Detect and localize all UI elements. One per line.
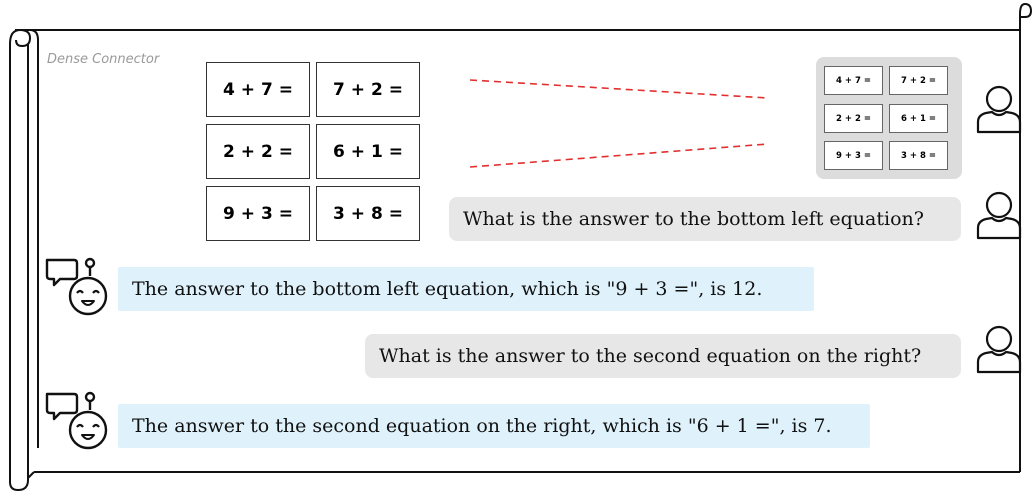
thumbnail-cell: 3 + 8 = (889, 141, 948, 170)
user-icon (976, 325, 1022, 374)
user-message: What is the answer to the second equatio… (365, 334, 961, 378)
panel-label: Dense Connector (47, 52, 160, 67)
equation-cell: 2 + 2 = (206, 124, 310, 179)
connector-line-top (469, 79, 769, 99)
equation-cell: 4 + 7 = (206, 62, 310, 117)
thumbnail-cell: 6 + 1 = (889, 104, 948, 133)
equation-cell: 6 + 1 = (316, 124, 420, 179)
thumbnail-cell: 2 + 2 = (824, 104, 883, 133)
connector-line-bottom (469, 143, 769, 168)
thumbnail-cell: 9 + 3 = (824, 141, 883, 170)
thumbnail-cell: 4 + 7 = (824, 66, 883, 95)
user-icon (976, 191, 1022, 240)
assistant-message: The answer to the bottom left equation, … (118, 267, 814, 311)
robot-icon (45, 391, 108, 450)
equation-cell: 7 + 2 = (316, 62, 420, 117)
user-message: What is the answer to the bottom left eq… (449, 197, 961, 241)
thumbnail-cell: 7 + 2 = (889, 66, 948, 95)
equation-cell: 9 + 3 = (206, 186, 310, 241)
user-icon (976, 85, 1022, 134)
equation-cell: 3 + 8 = (316, 186, 420, 241)
robot-icon (45, 257, 108, 316)
assistant-message: The answer to the second equation on the… (118, 404, 870, 448)
